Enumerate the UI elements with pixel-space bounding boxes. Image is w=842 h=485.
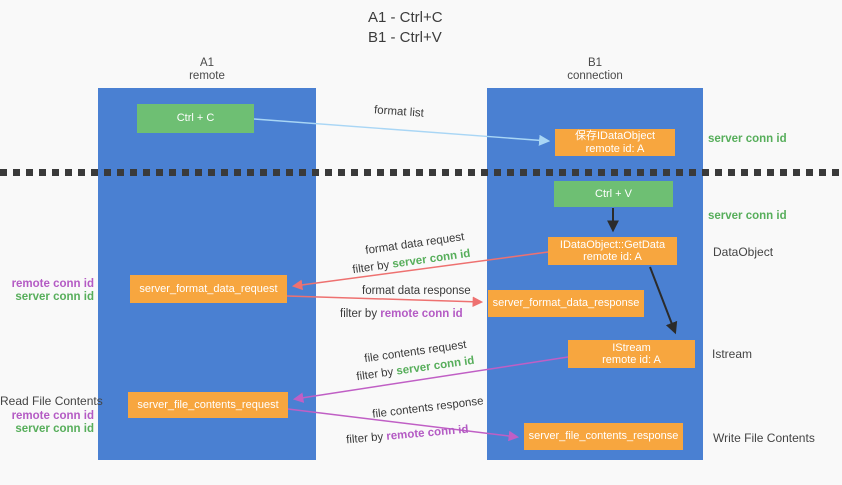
node-save-idataobject: 保存IDataObject remote id: A <box>555 129 675 156</box>
lifeline-header-b1: B1 connection <box>487 57 703 83</box>
label-server-conn-id-mid: server conn id <box>708 210 787 222</box>
filter-prefix-4: filter by <box>345 430 387 447</box>
node-getdata-line2: remote id: A <box>583 251 642 263</box>
title-line-1: A1 - Ctrl+C <box>368 9 443 26</box>
label-server-conn-id-2: server conn id <box>15 423 94 435</box>
node-server-file-contents-request: server_file_contents_request <box>128 392 288 418</box>
label-file-contents-response: file contents response <box>371 395 485 421</box>
node-file-request-label: server_file_contents_request <box>137 398 279 411</box>
lifeline-b1-role: connection <box>567 70 623 82</box>
node-server-format-data-request: server_format_data_request <box>130 275 287 303</box>
label-filter-by-remote-conn-id-1: filter by remote conn id <box>340 308 463 320</box>
node-file-response-label: server_file_contents_response <box>528 430 679 443</box>
node-save-line2: remote id: A <box>585 142 645 155</box>
label-server-conn-id-top: server conn id <box>708 133 787 145</box>
lifeline-b1-name: B1 <box>587 57 603 69</box>
node-getdata-line1: IDataObject::GetData <box>559 238 666 251</box>
label-format-list: format list <box>373 104 425 120</box>
node-format-response-label: server_format_data_response <box>492 297 640 310</box>
label-istream: Istream <box>712 347 753 361</box>
node-server-file-contents-response: server_file_contents_response <box>524 423 683 450</box>
filter-key-remote-1: remote conn id <box>380 308 463 320</box>
lifeline-a1-role: remote <box>189 70 225 82</box>
node-ctrl-v: Ctrl + V <box>554 181 673 207</box>
filter-key-remote-2: remote conn id <box>385 423 469 443</box>
node-istream: IStream remote id: A <box>568 340 695 368</box>
label-conn-ids-upper: remote conn id server conn id <box>0 278 94 304</box>
filter-prefix-1: filter by <box>351 258 394 277</box>
label-remote-conn-id-1: remote conn id <box>11 278 94 290</box>
filter-prefix-2: filter by <box>340 308 381 320</box>
label-remote-conn-id-2: remote conn id <box>11 410 94 422</box>
label-filter-by-remote-conn-id-2: filter by remote conn id <box>346 424 469 447</box>
title-line-2: B1 - Ctrl+V <box>368 29 442 46</box>
label-read-file-contents: Read File Contents <box>0 394 103 408</box>
node-istream-line1: IStream <box>612 341 651 354</box>
label-write-file-contents: Write File Contents <box>713 431 815 445</box>
filter-prefix-3: filter by <box>355 365 398 384</box>
node-format-request-label: server_format_data_request <box>139 282 278 295</box>
node-ctrl-c-label: Ctrl + C <box>176 112 215 125</box>
node-ctrl-v-label: Ctrl + V <box>595 187 632 200</box>
node-istream-line2: remote id: A <box>602 354 661 366</box>
session-divider <box>0 169 842 176</box>
node-server-format-data-response: server_format_data_response <box>488 290 644 317</box>
node-getdata: IDataObject::GetData remote id: A <box>548 237 677 265</box>
label-format-data-response: format data response <box>362 285 471 297</box>
label-server-conn-id-1: server conn id <box>15 291 94 303</box>
node-ctrl-c: Ctrl + C <box>137 104 254 133</box>
node-save-line1: 保存IDataObject <box>574 130 656 142</box>
lifeline-a1-name: A1 <box>199 57 215 69</box>
page-title: A1 - Ctrl+C B1 - Ctrl+V <box>368 8 443 48</box>
lifeline-header-a1: A1 remote <box>98 57 316 83</box>
label-conn-ids-lower: remote conn id server conn id <box>0 410 94 436</box>
label-dataobject: DataObject <box>713 245 774 259</box>
